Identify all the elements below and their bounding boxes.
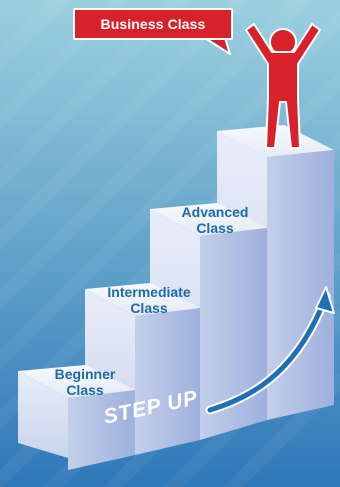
beginner-line-2: Class	[66, 382, 104, 399]
advanced-line-2: Class	[196, 220, 234, 237]
intermediate-line-2: Class	[130, 300, 168, 317]
advanced-line-1: Advanced	[181, 204, 249, 220]
step-label-beginner: Beginner Class	[40, 366, 130, 398]
intermediate-line-1: Intermediate	[107, 284, 191, 300]
step-1	[18, 365, 135, 470]
person-figure	[245, 23, 321, 149]
step-label-intermediate: Intermediate Class	[88, 284, 210, 316]
step-label-advanced: Advanced Class	[160, 204, 270, 236]
step-up-arrow	[205, 286, 335, 415]
beginner-line-1: Beginner	[54, 366, 116, 382]
business-class-label: Business Class	[100, 16, 206, 32]
business-class-bubble: Business Class	[73, 8, 233, 40]
